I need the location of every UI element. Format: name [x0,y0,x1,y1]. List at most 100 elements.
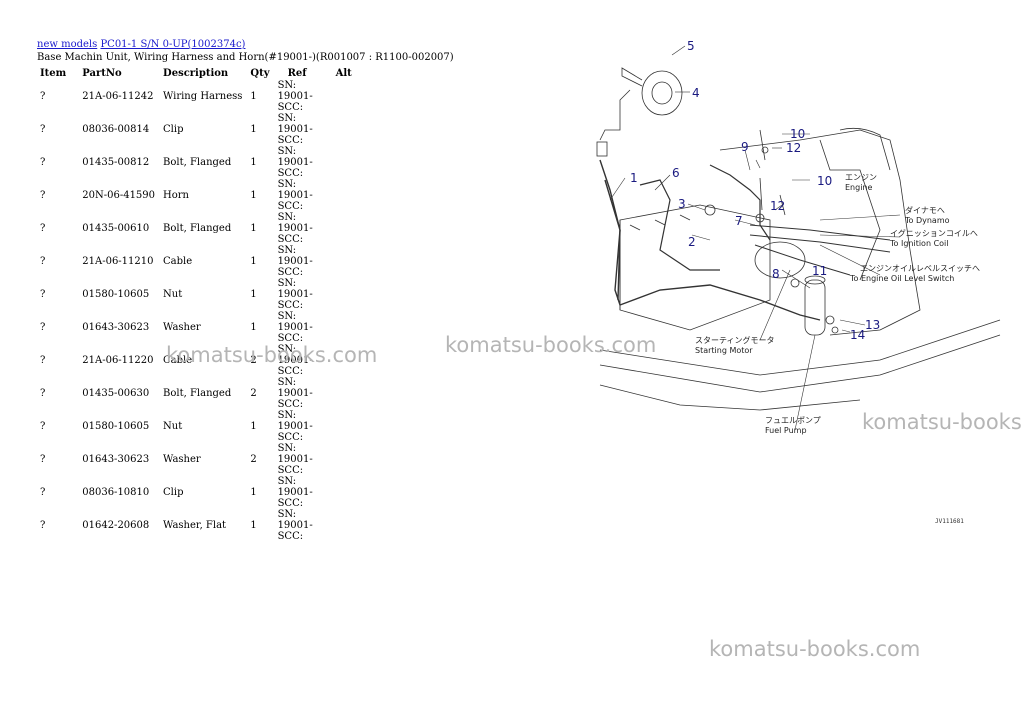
cell-qty: 1 [250,520,257,531]
label-ignition-en: To Ignition Coil [889,239,949,248]
parts-table: Item PartNo Description Qty Ref Alt ?21A… [36,66,356,543]
cell-alt [332,245,356,278]
callout-12-b: 12 [770,199,785,213]
cell-qty: 2 [250,355,257,366]
cell-alt [332,278,356,311]
callout-11: 11 [812,264,827,278]
cell-qty: 1 [250,421,257,432]
cell-item: ? [40,322,46,333]
cell-partno: 21A-06-11210 [82,256,154,267]
cell-partno: 01580-10605 [82,421,150,432]
callout-12-a: 12 [786,141,801,155]
col-description-header: Description [163,67,229,79]
cell-description: Clip [163,124,184,135]
cell-ref: SN: 19001-SCC: [277,476,313,509]
cell-qty: 1 [250,322,257,333]
cell-ref: SN: 19001-SCC: [277,344,313,377]
cell-item: ? [40,223,46,234]
cell-description: Horn [163,190,189,201]
cell-partno: 01643-30623 [82,454,150,465]
breadcrumb-link-new-models[interactable]: new models [37,39,98,50]
diagram-code: JV111681 [935,518,964,525]
label-oil-en: To Engine Oil Level Switch [849,274,954,283]
cell-partno: 01643-30623 [82,322,150,333]
cell-qty: 1 [250,124,257,135]
cell-alt [332,113,356,146]
callout-3: 3 [678,197,686,211]
callout-7: 7 [735,214,743,228]
cell-qty: 2 [250,454,257,465]
cell-item: ? [40,190,46,201]
table-row: ? 01643-30623 Washer 2 SN: 19001-SCC: [36,443,356,476]
cell-ref: SN: 19001-SCC: [277,80,313,113]
breadcrumb-link-model[interactable]: PC01-1 S/N 0-UP(1002374c) [100,39,246,50]
cell-alt [332,509,356,542]
callout-2: 2 [688,235,696,249]
cell-description: Bolt, Flanged [163,388,232,399]
col-ref-header: Ref [287,67,307,79]
label-ignition-jp: イグニッションコイルへ [890,228,978,238]
cell-item: ? [40,487,46,498]
cell-item: ? [40,124,46,135]
col-item-header: Item [40,67,67,79]
cell-alt [332,443,356,476]
cell-description: Washer [163,454,201,465]
cell-partno: 01435-00812 [82,157,150,168]
cell-item: ? [40,421,46,432]
cell-ref: SN: 19001-SCC: [277,443,313,476]
cell-item: ? [40,157,46,168]
cell-partno: 01435-00630 [82,388,150,399]
cell-item: ? [40,454,46,465]
cell-partno: 21A-06-11242 [82,91,154,102]
callout-1: 1 [630,171,638,185]
label-fuel-en: Fuel Pump [765,426,807,435]
callout-9: 9 [741,140,749,154]
cell-qty: 1 [250,289,257,300]
cell-qty: 1 [250,91,257,102]
table-row: ? 21A-06-11220 Cable 2 SN: 19001-SCC: [36,344,356,377]
table-row: ? 08036-00814 Clip 1 SN: 19001-SCC: [36,113,356,146]
cell-alt [332,80,356,113]
cell-item: ? [40,520,46,531]
parts-diagram: 1 2 3 4 5 6 7 8 9 10 10 11 12 12 13 14 エ… [596,39,1001,435]
cell-partno: 08036-00814 [82,124,150,135]
callout-14: 14 [850,328,865,342]
cell-alt [332,410,356,443]
callout-10-b: 10 [817,174,832,188]
col-alt-header: Alt [335,67,352,79]
label-oil-jp: エンジンオイルレベルスイッチへ [860,264,980,273]
callout-13: 13 [865,318,880,332]
cell-partno: 21A-06-11220 [82,355,154,366]
label-dynamo-jp: ダイナモへ [905,205,945,215]
cell-ref: SN: 19001-SCC: [277,245,313,278]
callout-8: 8 [772,267,780,281]
label-starter-jp: スターティングモータ [695,335,775,345]
cell-description: Nut [163,421,183,432]
cell-ref: SN: 19001-SCC: [277,179,313,212]
cell-partno: 01580-10605 [82,289,150,300]
cell-description: Washer, Flat [163,520,227,531]
cell-alt [332,476,356,509]
col-partno-header: PartNo [82,67,122,79]
cell-description: Cable [163,355,193,366]
cell-item: ? [40,355,46,366]
horn-shape [641,70,683,116]
label-engine-en: Engine [845,183,872,192]
cell-qty: 1 [250,487,257,498]
cell-item: ? [40,388,46,399]
breadcrumb: new models PC01-1 S/N 0-UP(1002374c) [37,39,245,50]
cell-alt [332,212,356,245]
cell-partno: 01642-20608 [82,520,150,531]
label-fuel-jp: フュエルポンプ [765,416,821,425]
cell-alt [332,377,356,410]
cell-qty: 1 [250,256,257,267]
label-engine-jp: エンジン [845,173,877,182]
cell-ref: SN: 19001-SCC: [277,113,313,146]
label-dynamo-en: To Dynamo [904,216,950,225]
